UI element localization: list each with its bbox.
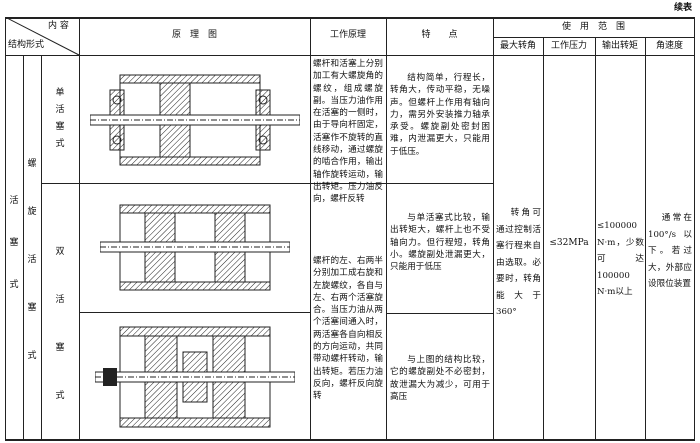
char: 式 [9,280,19,290]
row-divider-features-1 [386,183,493,184]
table-border-right [694,17,695,440]
double-piston-diagram-2 [95,326,295,428]
col-divider [41,55,42,439]
col-divider [543,37,544,439]
col-divider [79,17,80,439]
header-working-pressure: 工作压力 [550,41,587,51]
char: 活 [55,105,65,115]
char: 活 [9,196,19,206]
single-piston-features: 结构简单，行程长，转角大，传动平稳，无噪声。但螺杆上作用有轴向力，需另外安装推力… [390,73,490,157]
char: 单 [55,88,65,98]
header-content: 内 容 [48,21,69,31]
usage-output-torque: ≤100000 N·m，少数可达100000 N·m以上 [597,221,644,297]
char: 塞 [27,303,37,313]
category-single-piston: 单活塞式 [53,85,67,153]
char: 式 [27,351,37,361]
header-diagram: 原 理 图 [171,30,217,40]
usage-angular-speed: 通常在100°/s 以下。若过大，外部应设限位装置 [648,213,692,289]
table-border-left [5,17,6,440]
char: 塞 [9,238,19,248]
header-structure-form: 结构形式 [8,40,45,50]
header-max-angle: 最大转角 [499,41,536,51]
header-angular-speed: 角速度 [655,41,683,51]
row-divider-diagram [79,312,310,313]
char: 双 [55,247,65,257]
col-divider [645,37,646,439]
col-divider [310,17,311,439]
table-border-bottom [5,439,695,441]
category-spiral-piston-type: 螺旋活塞式 [25,140,39,380]
double-piston-diagram-1 [100,204,290,291]
double-piston-working-principle: 螺杆的左、右两半分别加工成右旋和左旋螺纹，各自与左、右两个活塞旋合。当压力油从两… [313,256,383,402]
usage-subheader-divider [493,37,695,38]
col-divider [595,37,596,439]
char: 螺 [27,159,37,169]
header-divider [5,55,695,56]
col-divider [386,17,387,439]
char: 活 [55,295,65,305]
category-piston-type: 活塞式 [7,180,21,306]
single-piston-working-principle: 螺杆和活塞上分别加工有大螺旋角的螺纹，组成螺旋副。当压力油作用在活塞的一侧时，由… [313,59,383,205]
char: 式 [55,391,65,401]
char: 塞 [55,343,65,353]
col-divider [493,17,494,439]
usage-max-angle: 转角可通过控制活塞行程来自由选取。必要时，转角能大于360° [496,208,541,317]
table-border-top [5,17,695,19]
header-diagonal-line [5,17,80,56]
category-double-piston: 双活塞式 [53,228,67,420]
continued-label: 续表 [673,3,692,13]
header-usage-range: 使 用 范 围 [561,22,625,32]
header-working-principle: 工作原理 [329,30,366,40]
header-output-torque: 输出转矩 [601,41,638,51]
double-piston-features-2: 与上图的结构比较，它的螺旋副处不必密封，故泄漏大为减少，可用于高压 [390,355,490,402]
row-divider-features-2 [386,313,493,314]
char: 活 [27,255,37,265]
char: 式 [55,139,65,149]
usage-working-pressure: ≤32MPa [549,238,589,248]
single-piston-diagram [90,74,300,166]
row-divider-single [41,183,386,184]
char: 塞 [55,122,65,132]
double-piston-features-1: 与单活塞式比较，输出转矩大，螺杆上也不受轴向力。但行程短，转角小。螺旋副处泄漏更… [390,213,490,273]
char: 旋 [27,207,37,217]
header-features: 特 点 [421,30,458,40]
col-divider [23,55,24,439]
